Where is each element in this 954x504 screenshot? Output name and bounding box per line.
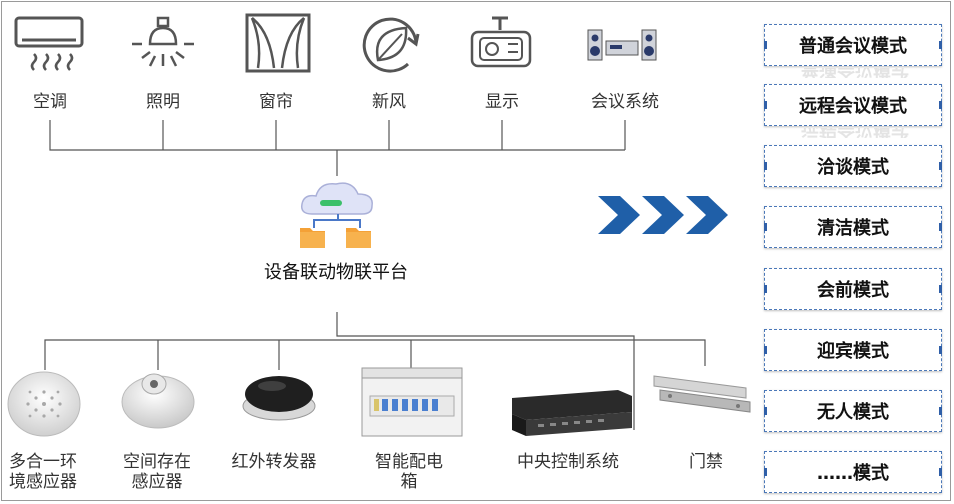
mode-button[interactable]: 远程会议模式 — [764, 84, 942, 126]
mode-button[interactable]: 迎宾模式 — [764, 329, 942, 371]
projector-icon — [470, 16, 532, 68]
device-label: 中央控制系统 — [517, 452, 619, 472]
mode-button[interactable]: 清洁模式 — [764, 206, 942, 248]
ir-transmitter-icon — [242, 376, 316, 421]
subsystem-label: 照明 — [146, 92, 180, 112]
mode-button[interactable]: 洽谈模式 — [764, 145, 942, 187]
light-bulb-icon — [132, 16, 194, 67]
chevron-arrows-icon — [598, 196, 728, 234]
cloud-server-icon — [300, 182, 373, 248]
subsystem-label: 会议系统 — [591, 92, 659, 112]
presence-sensor-icon — [121, 373, 195, 429]
central-controller-icon — [512, 390, 632, 436]
mode-button[interactable]: ……模式 — [764, 451, 942, 493]
curtain-icon — [245, 13, 311, 73]
device-label: 空间存在感应器 — [123, 452, 191, 492]
fresh-air-leaf-icon — [362, 17, 420, 73]
mode-button[interactable]: 普通会议模式 — [764, 24, 942, 66]
magnetic-lock-icon — [653, 375, 751, 413]
mode-reflection: 普通会议模式 — [780, 68, 930, 78]
multi-sensor-icon — [7, 371, 81, 437]
device-label: 多合一环境感应器 — [9, 452, 77, 492]
platform-label: 设备联动物联平台 — [264, 262, 408, 283]
device-label: 红外转发器 — [231, 452, 317, 472]
subsystem-label: 显示 — [485, 92, 519, 112]
mode-reflection: 远程会议模式 — [780, 128, 930, 138]
device-label: 门禁 — [689, 452, 723, 472]
mode-button[interactable]: 会前模式 — [764, 268, 942, 310]
subsystem-label: 新风 — [372, 92, 406, 112]
subsystem-label: 窗帘 — [259, 92, 293, 112]
device-label: 智能配电箱 — [375, 452, 443, 492]
air-conditioner-icon — [14, 16, 84, 71]
mode-button[interactable]: 无人模式 — [764, 390, 942, 432]
audio-system-icon — [587, 29, 657, 61]
distribution-box-icon — [361, 367, 463, 437]
subsystem-label: 空调 — [33, 92, 67, 112]
